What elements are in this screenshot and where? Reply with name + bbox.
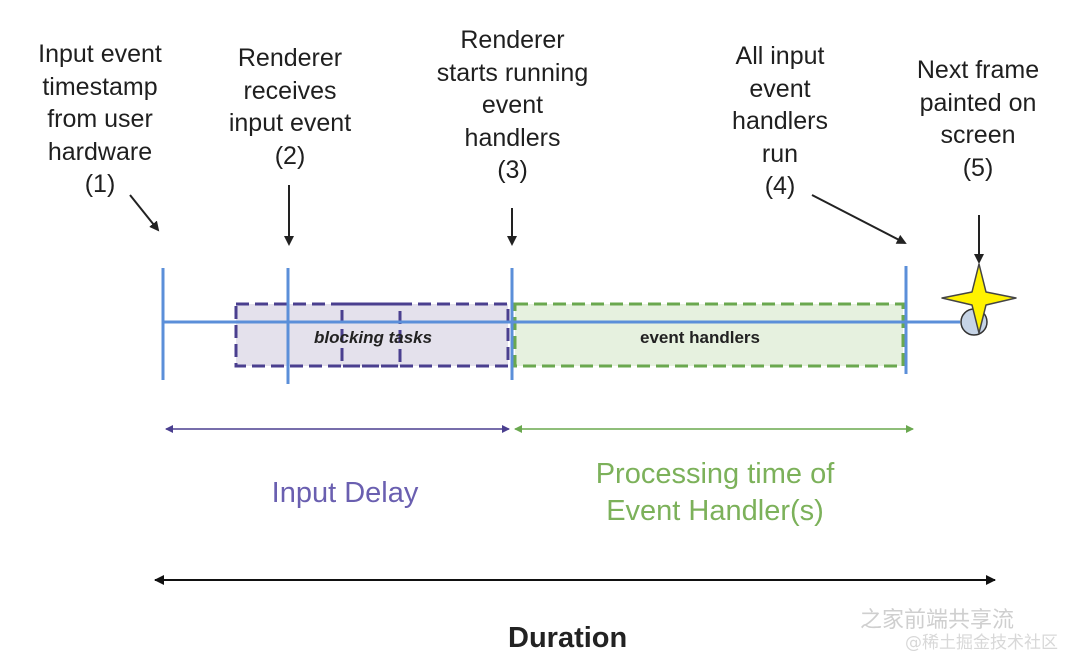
step-3-label: Renderer starts running event handlers (… xyxy=(436,26,589,184)
duration-label: Duration xyxy=(508,622,628,654)
pointer-arrow-1 xyxy=(129,194,160,232)
event-handlers-box xyxy=(513,302,905,368)
step-2-label: Renderer receives input event (2) xyxy=(228,44,352,170)
step-5-label: Next frame painted on screen (5) xyxy=(916,56,1040,182)
blocking-tasks-box xyxy=(234,302,510,368)
processing-time-label: Processing time of Event Handler(s) xyxy=(595,458,835,527)
step-1-label: Input event timestamp from user hardware… xyxy=(38,40,162,198)
frame-painted-star-icon xyxy=(941,263,1017,336)
blocking-tasks-label: blocking tasks xyxy=(314,328,433,347)
pointer-arrow-4 xyxy=(811,194,907,244)
step-4-label: All input event handlers run (4) xyxy=(732,42,828,200)
input-delay-label: Input Delay xyxy=(271,477,419,509)
watermark-subtext: @稀土掘金技术社区 xyxy=(905,633,1058,653)
event-handlers-label: event handlers xyxy=(640,328,760,347)
watermark-text: 之家前端共享流 xyxy=(860,608,1015,633)
